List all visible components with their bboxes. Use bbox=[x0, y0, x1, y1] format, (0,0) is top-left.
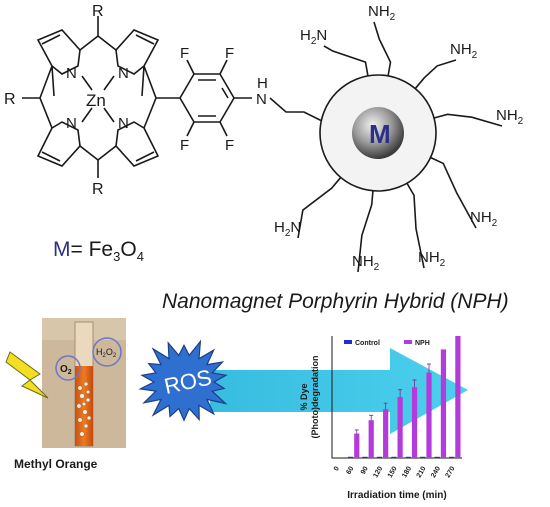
x-tick-60: 60 bbox=[345, 465, 355, 475]
amine-label: NH2 bbox=[368, 3, 396, 23]
light-bolt-icon bbox=[5, 351, 49, 399]
n-label-tr: N bbox=[118, 65, 129, 82]
legend-swatch bbox=[344, 340, 352, 344]
bar-nph-90 bbox=[368, 420, 374, 458]
h2o2-label: H2O2 bbox=[96, 347, 117, 359]
x-tick-90: 90 bbox=[360, 465, 370, 475]
arm-bond bbox=[373, 21, 392, 77]
arm-bond bbox=[406, 182, 425, 269]
magnetic-core bbox=[352, 107, 404, 159]
zn-label: Zn bbox=[86, 91, 106, 110]
core-definition: M= Fe3O4 bbox=[53, 238, 144, 265]
error-bar-120 bbox=[383, 402, 388, 410]
h2o2-circle bbox=[92, 337, 122, 367]
amine-label: NH2 bbox=[496, 107, 524, 127]
r-top-label: R bbox=[92, 3, 104, 20]
arm-bond bbox=[414, 59, 457, 90]
n-label-bl: N bbox=[66, 115, 77, 132]
bar-control-270 bbox=[449, 456, 455, 458]
bar-nph-270 bbox=[455, 336, 461, 458]
flow-arrow bbox=[210, 348, 468, 434]
bar-nph-240 bbox=[440, 349, 447, 458]
bar-control-180 bbox=[405, 456, 411, 458]
bar-nph-180 bbox=[411, 387, 418, 458]
x-tick-120: 120 bbox=[372, 465, 384, 479]
fluorine-labels: F F F F bbox=[180, 45, 234, 154]
f-label-1: F bbox=[180, 45, 189, 62]
amine-linker: H N bbox=[256, 75, 329, 125]
amine-label: H2N bbox=[274, 219, 301, 239]
amine-label: NH2 bbox=[418, 249, 446, 269]
bar-control-90 bbox=[362, 456, 368, 458]
chart-axes bbox=[331, 336, 462, 459]
arm-bond bbox=[323, 45, 369, 77]
methyl-orange-caption: Methyl Orange bbox=[14, 457, 98, 471]
bar-nph-120 bbox=[383, 409, 389, 458]
arm-bond bbox=[430, 156, 477, 229]
r-bottom-label: R bbox=[92, 181, 104, 198]
r-left-label: R bbox=[4, 91, 16, 108]
nanoparticle-beads bbox=[76, 381, 92, 437]
bar-nph-150 bbox=[397, 397, 403, 458]
porphyrin bbox=[22, 16, 180, 178]
error-bar-150 bbox=[398, 389, 403, 397]
x-tick-150: 150 bbox=[387, 465, 399, 479]
core-label: M bbox=[369, 119, 391, 149]
x-tick-180: 180 bbox=[401, 465, 413, 479]
amine-n-label: N bbox=[256, 91, 267, 108]
amine-label: NH2 bbox=[352, 253, 380, 273]
x-tick-270: 270 bbox=[445, 465, 457, 479]
bar-control-240 bbox=[434, 456, 440, 458]
amine-label: NH2 bbox=[450, 41, 478, 61]
tetrafluorophenyl bbox=[179, 59, 252, 137]
error-bar-210 bbox=[426, 363, 431, 373]
ros-burst-icon bbox=[138, 339, 228, 422]
legend-label: NPH bbox=[415, 340, 430, 347]
bar-control-120 bbox=[376, 456, 383, 458]
y-axis-label: % Dye(Photo)degradation bbox=[299, 356, 320, 439]
bar-nph-210 bbox=[426, 372, 432, 458]
n-label-tl: N bbox=[66, 65, 77, 82]
amine-label: H2N bbox=[300, 27, 327, 47]
porphyrin-labels: R R R N N N N Zn bbox=[4, 3, 129, 198]
x-axis-label: Irradiation time (min) bbox=[347, 490, 446, 501]
bar-control-150 bbox=[391, 456, 397, 458]
legend-swatch bbox=[404, 340, 412, 344]
arm-bond bbox=[357, 190, 374, 273]
f-label-2: F bbox=[225, 45, 234, 62]
amine-h-label: H bbox=[257, 75, 268, 92]
bar-control-210 bbox=[420, 456, 426, 458]
o2-label: O2 bbox=[60, 364, 72, 376]
arm-bond bbox=[433, 113, 503, 127]
error-bar-90 bbox=[369, 414, 374, 421]
arm-bond bbox=[297, 176, 342, 239]
f-label-4: F bbox=[225, 137, 234, 154]
vial-photo: O2 H2O2 bbox=[42, 318, 126, 448]
amine-label: NH2 bbox=[470, 209, 498, 229]
x-tick-0: 0 bbox=[333, 465, 341, 472]
x-tick-240: 240 bbox=[430, 465, 442, 479]
nanoparticle: M bbox=[319, 74, 437, 192]
aminoethyl-arms bbox=[297, 21, 503, 273]
core-symbol: M bbox=[53, 238, 71, 261]
error-bar-60 bbox=[354, 429, 359, 434]
x-tick-210: 210 bbox=[416, 465, 428, 479]
error-bar-180 bbox=[412, 379, 417, 388]
f-label-3: F bbox=[180, 137, 189, 154]
o2-circle bbox=[55, 355, 81, 381]
hybrid-title: Nanomagnet Porphyrin Hybrid (NPH) bbox=[162, 290, 509, 313]
chart-legend: Control NPH bbox=[344, 340, 430, 347]
n-label-br: N bbox=[118, 115, 129, 132]
bar-nph-60 bbox=[354, 433, 360, 458]
bar-control-60 bbox=[347, 456, 354, 458]
legend-label: Control bbox=[355, 340, 380, 347]
